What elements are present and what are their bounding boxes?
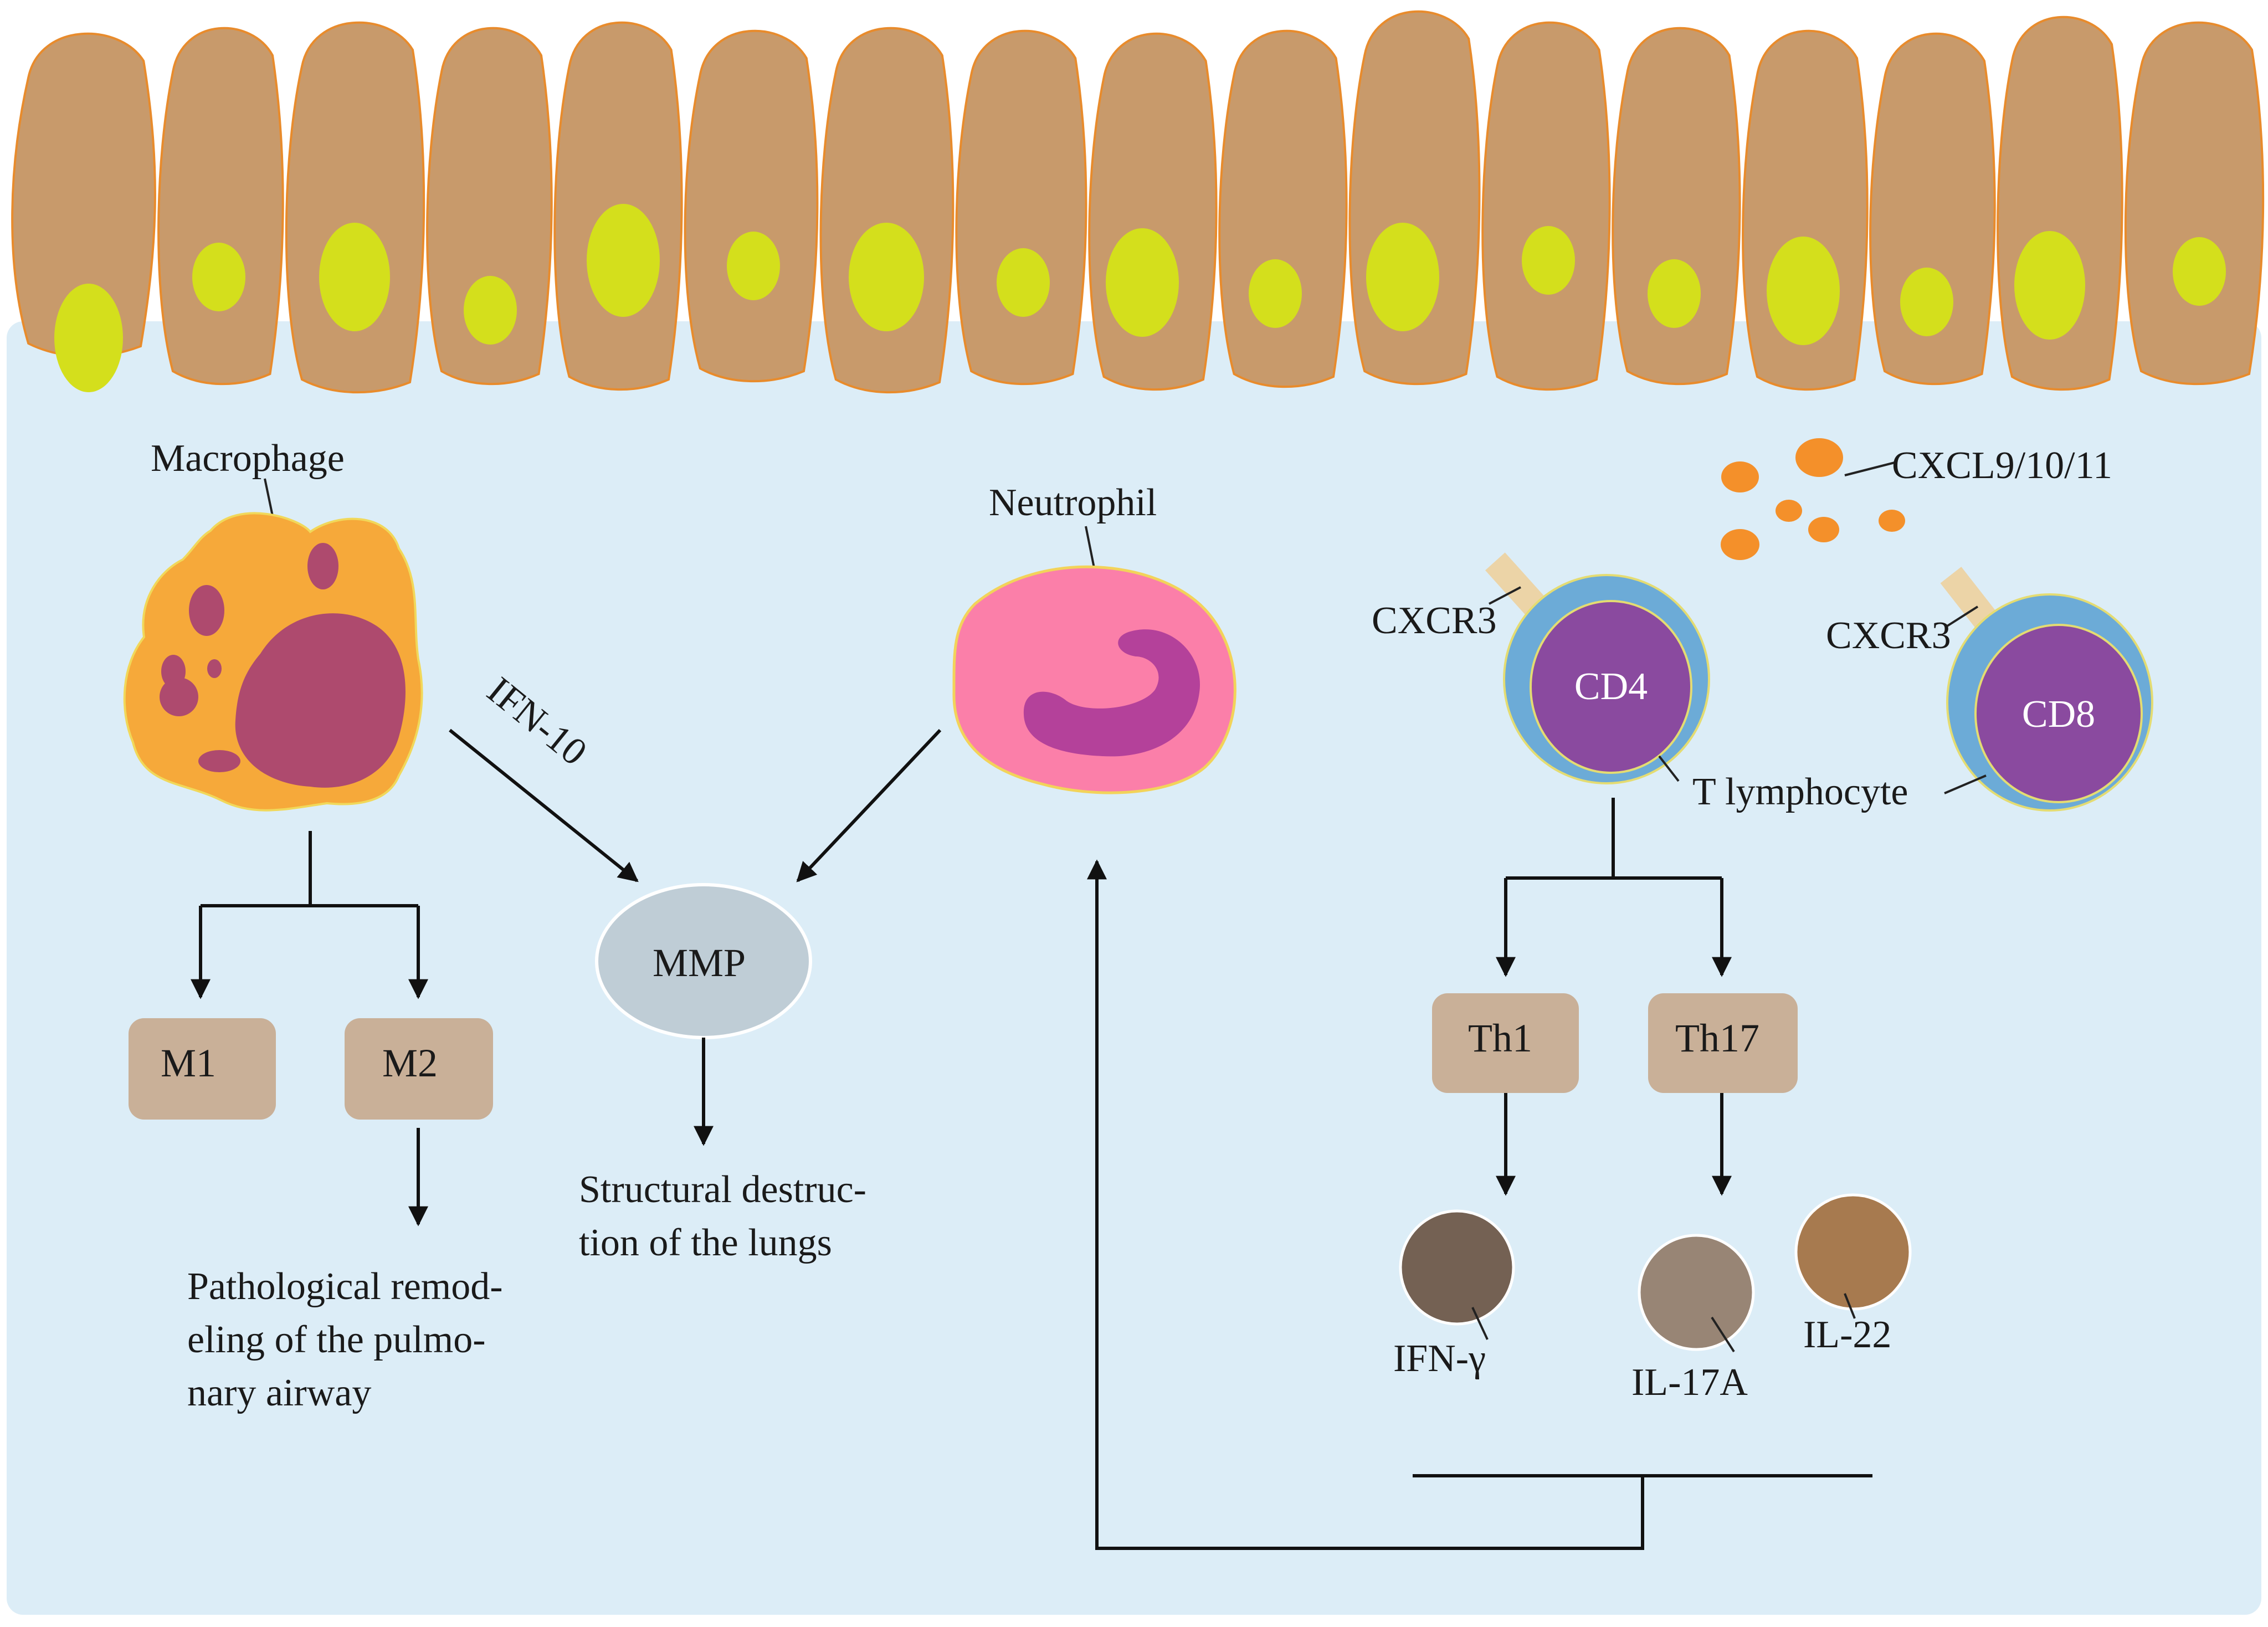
- cd8-cell: CD8: [1940, 567, 2153, 812]
- cxcr3-cd8-label: CXCR3: [1826, 614, 1951, 657]
- epithelial-cell: [1218, 29, 1348, 388]
- cd4-branch-line: [1506, 798, 1722, 880]
- epithelial-nucleus: [1900, 268, 1953, 336]
- m2-box: [345, 1018, 493, 1120]
- t-lymphocyte-leader-cd8: [1944, 774, 1987, 794]
- epithelial-nucleus: [192, 243, 245, 311]
- cd4-label: CD4: [1574, 665, 1648, 708]
- neutrophil-label: Neutrophil: [989, 481, 1157, 524]
- il17a-leader: [1711, 1316, 1735, 1353]
- il22-bubble: [1794, 1193, 1912, 1311]
- epithelial-cell: [1481, 21, 1611, 391]
- epithelial-cell: [11, 32, 156, 358]
- epithelial-nucleus: [1767, 237, 1840, 345]
- epithelial-cell: [426, 27, 553, 386]
- neutrophil-cell: [952, 565, 1236, 794]
- mmp-label: MMP: [653, 941, 746, 985]
- feedback-arrow-to-neutrophil: [1087, 859, 1644, 1550]
- th17-box: [1648, 993, 1798, 1093]
- chemokine-dots: [1721, 438, 1905, 560]
- epithelial-nucleus: [319, 223, 390, 331]
- arrow-neutrophil-to-mmp: [796, 728, 942, 882]
- m1-label: M1: [161, 1041, 216, 1085]
- cd4-cell: CD4: [1485, 552, 1710, 784]
- macrophage-label: Macrophage: [151, 437, 345, 480]
- epithelial-nucleus: [587, 204, 660, 317]
- il22-label: IL-22: [1803, 1313, 1891, 1356]
- epithelial-nucleus: [2173, 237, 2226, 306]
- il17a-bubble: [1638, 1234, 1755, 1351]
- epithelium: [11, 10, 2265, 394]
- epithelial-nucleus: [849, 223, 924, 331]
- epithelial-cell: [157, 27, 284, 386]
- ifn-gamma-bubble: [1399, 1209, 1515, 1326]
- structural-destruction-text: Structural destruc- tion of the lungs: [579, 1168, 876, 1264]
- m1-box: [129, 1018, 276, 1120]
- epithelial-nucleus: [1106, 228, 1179, 337]
- cxcr3-cd4-leader: [1489, 586, 1521, 605]
- arrow-macrophage-to-mmp: [449, 728, 639, 882]
- cxcl-leader: [1844, 461, 1895, 476]
- il17a-label: IL-17A: [1631, 1361, 1748, 1404]
- il22-leader: [1844, 1293, 1856, 1319]
- th1-box: [1432, 993, 1579, 1093]
- epithelial-cell: [955, 29, 1087, 386]
- epithelial-nucleus: [54, 284, 123, 392]
- epithelial-cell: [285, 21, 425, 394]
- th17-label: Th17: [1675, 1016, 1759, 1060]
- epithelial-cell: [684, 29, 819, 383]
- neutrophil-leader: [1085, 526, 1095, 568]
- epithelial-nucleus: [1249, 259, 1302, 328]
- epithelial-nucleus: [727, 232, 780, 300]
- m2-label: M2: [382, 1041, 438, 1085]
- cxcr3-cd4-label: CXCR3: [1372, 599, 1497, 642]
- cxcl-label: CXCL9/10/11: [1892, 444, 2112, 487]
- macrophage-branch-line: [201, 831, 418, 907]
- pathological-remodeling-text: Pathological remod- eling of the pulmo- …: [187, 1265, 512, 1414]
- epithelial-nucleus: [464, 276, 517, 345]
- epithelial-cell: [1612, 27, 1741, 386]
- th1-label: Th1: [1468, 1016, 1532, 1060]
- t-lymphocyte-label: T lymphocyte: [1692, 771, 1908, 813]
- epithelial-nucleus: [1522, 226, 1575, 295]
- epithelial-cell: [1088, 32, 1218, 391]
- epithelial-nucleus: [997, 248, 1050, 317]
- epithelial-nucleus: [1366, 223, 1439, 331]
- epithelial-nucleus: [1648, 259, 1701, 328]
- cxcr3-cd8-leader: [1946, 605, 1979, 627]
- t-lymphocyte-leader-cd4: [1658, 755, 1680, 782]
- cd8-label: CD8: [2022, 693, 2095, 736]
- macrophage-cell: [123, 512, 423, 812]
- ifn-gamma-leader: [1471, 1307, 1489, 1340]
- epithelial-nucleus: [2014, 231, 2085, 340]
- epithelial-cell: [2124, 21, 2265, 386]
- ifn-gamma-label: IFN-γ: [1393, 1337, 1486, 1380]
- epithelial-cell: [819, 27, 955, 394]
